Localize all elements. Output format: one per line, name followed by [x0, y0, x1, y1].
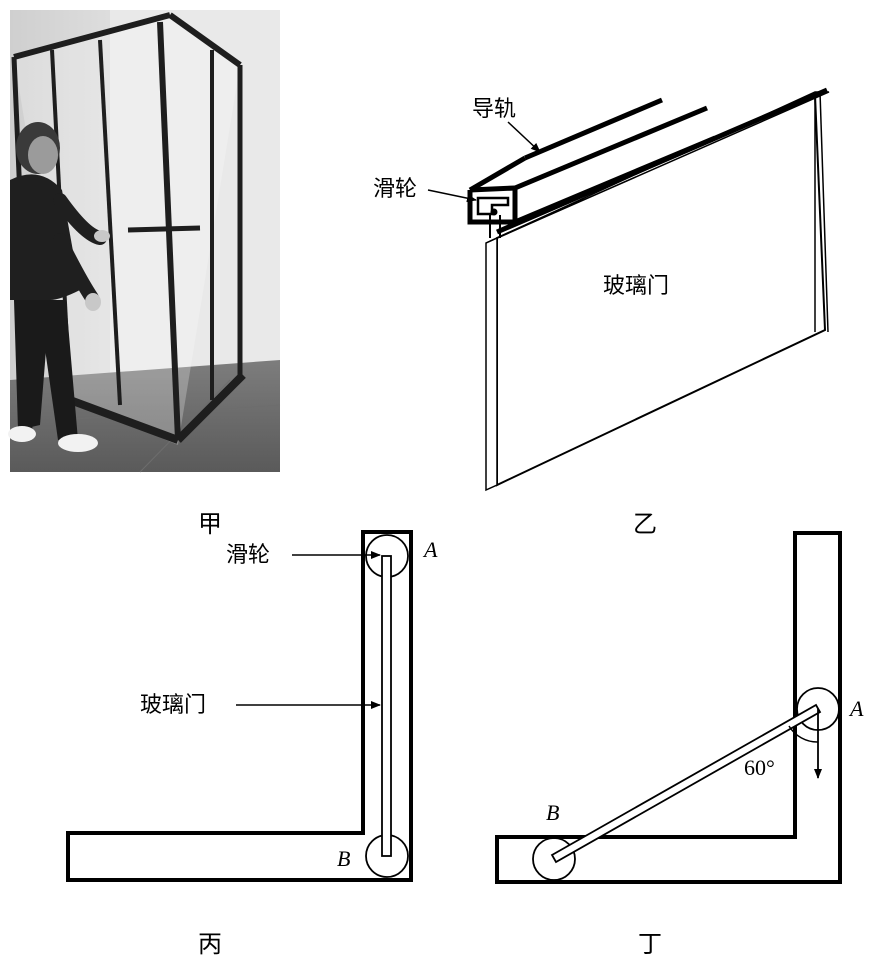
glass-door-ding	[550, 703, 822, 864]
diagram-bing	[66, 530, 413, 882]
point-b-bing: B	[337, 846, 350, 871]
diagram-ding	[495, 531, 842, 884]
person-silhouette	[8, 122, 110, 452]
rail	[467, 97, 716, 238]
angle-label: 60°	[744, 755, 775, 780]
point-a-ding: A	[848, 696, 864, 721]
label-pulley-yi: 滑轮	[373, 177, 417, 202]
label-pulley-bing: 滑轮	[226, 543, 270, 568]
pulley-b-ding	[532, 837, 576, 881]
l-track-ding	[495, 531, 842, 884]
point-a-bing: A	[422, 537, 438, 562]
angle-arc	[788, 725, 819, 743]
label-rail: 导轨	[472, 97, 516, 122]
arrow-rail	[507, 121, 541, 153]
label-door-bing: 玻璃门	[140, 693, 206, 718]
caption-ding: 丁	[638, 930, 662, 958]
diagram-yi	[467, 87, 830, 492]
label-door-yi: 玻璃门	[603, 274, 669, 299]
caption-bing: 丙	[198, 930, 222, 958]
point-b-ding: B	[546, 800, 559, 825]
l-track-bing	[66, 530, 413, 882]
caption-yi: 乙	[633, 510, 657, 538]
arrow-pulley-yi	[427, 189, 477, 203]
photo-jia	[8, 10, 281, 473]
caption-jia: 甲	[198, 510, 222, 538]
glass-door-bing	[381, 555, 392, 857]
